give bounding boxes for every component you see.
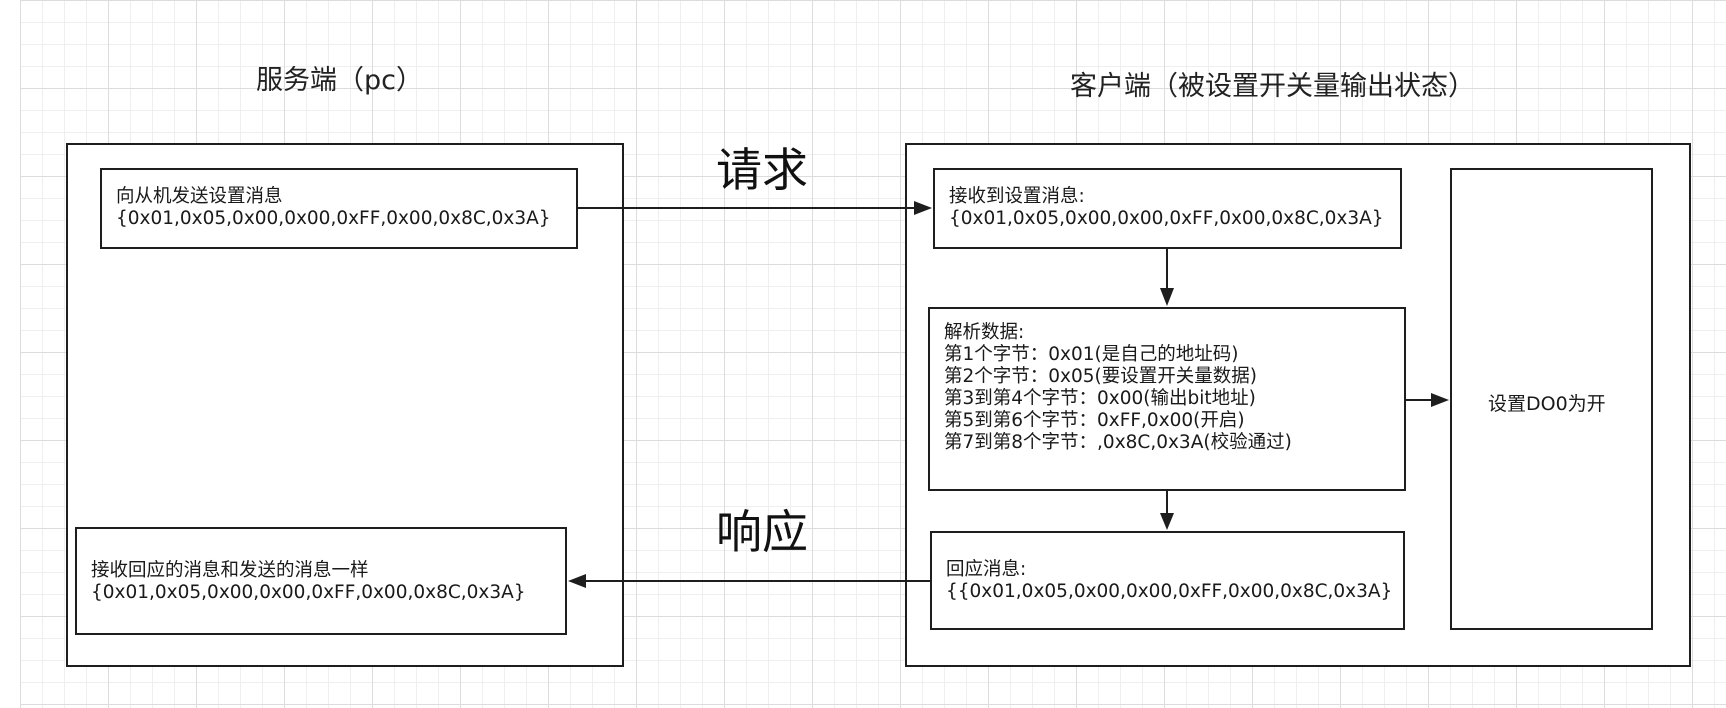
client-reply-line-2: {{0x01,0x05,0x00,0x00,0xFF,0x00,0x8C,0x3… — [946, 581, 1393, 602]
parse-line-0: 解析数据: — [944, 322, 1025, 343]
client-receive-line-2: {0x01,0x05,0x00,0x00,0xFF,0x00,0x8C,0x3A… — [949, 208, 1384, 229]
parse-line-2: 第2个字节：0x05(要设置开关量数据) — [944, 366, 1257, 387]
parse-line-4: 第5到第6个字节：0xFF,0x00(开启) — [944, 410, 1245, 431]
client-parse-box: 解析数据: 第1个字节：0x01(是自己的地址码) 第2个字节：0x05(要设置… — [928, 307, 1406, 491]
server-send-line-2: {0x01,0x05,0x00,0x00,0xFF,0x00,0x8C,0x3A… — [116, 208, 551, 229]
client-receive-line-1: 接收到设置消息: — [949, 186, 1085, 207]
action-text: 设置DO0为开 — [1488, 393, 1606, 415]
client-reply-box: 回应消息: {{0x01,0x05,0x00,0x00,0xFF,0x00,0x… — [930, 531, 1405, 630]
client-title: 客户端（被设置开关量输出状态） — [1070, 71, 1475, 102]
client-receive-box: 接收到设置消息: {0x01,0x05,0x00,0x00,0xFF,0x00,… — [933, 168, 1402, 249]
parse-line-3: 第3到第4个字节：0x00(输出bit地址) — [944, 388, 1256, 409]
server-receive-line-2: {0x01,0x05,0x00,0x00,0xFF,0x00,0x8C,0x3A… — [91, 582, 526, 603]
response-label: 响应 — [716, 505, 808, 559]
server-receive-line-1: 接收回应的消息和发送的消息一样 — [91, 560, 369, 581]
parse-line-1: 第1个字节：0x01(是自己的地址码) — [944, 344, 1239, 365]
client-action-box: 设置DO0为开 — [1450, 168, 1653, 630]
parse-line-5: 第7到第8个字节：,0x8C,0x3A(校验通过) — [944, 432, 1292, 453]
client-reply-line-1: 回应消息: — [946, 559, 1027, 580]
request-label: 请求 — [716, 143, 808, 197]
server-send-box: 向从机发送设置消息 {0x01,0x05,0x00,0x00,0xFF,0x00… — [100, 168, 578, 249]
server-receive-box: 接收回应的消息和发送的消息一样 {0x01,0x05,0x00,0x00,0xF… — [75, 527, 567, 635]
server-title: 服务端（pc） — [256, 65, 423, 96]
server-send-line-1: 向从机发送设置消息 — [116, 186, 283, 207]
